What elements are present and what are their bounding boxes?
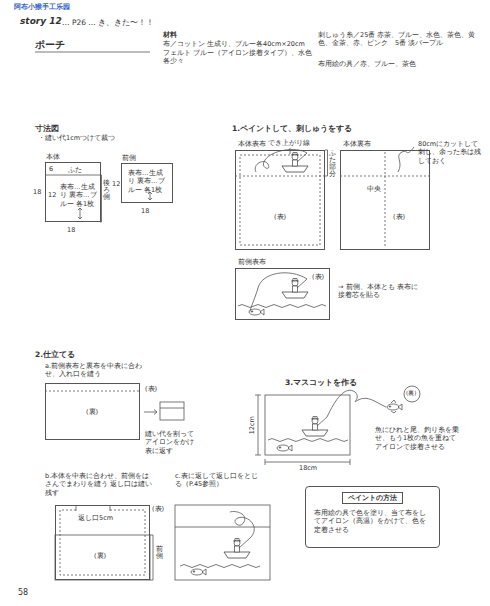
watermark: 阿布小猴手工乐园 — [14, 3, 70, 12]
note-text: 布用絵の具で色を塗り、当て布をしてアイロン（高温）をかけて、色を定着させる — [314, 509, 432, 534]
side-label: (表) — [393, 213, 405, 221]
opening-label: 返し口5cm — [78, 514, 113, 522]
page-reference: … P26 … き、きた〜！！ — [62, 18, 154, 28]
side-label: (裏) — [94, 552, 106, 560]
waves — [268, 439, 348, 442]
cutting-note: 表布…生成り 裏布…ブルー 各1枚 — [128, 169, 168, 194]
fold-line — [235, 176, 325, 177]
mascot-fish — [387, 404, 402, 410]
dimension: 18 — [33, 188, 41, 196]
bracket — [325, 150, 328, 176]
note: → 前側、本体とも 表布に接着芯を貼る — [338, 283, 420, 300]
page-title: ポーチ — [35, 38, 65, 51]
grain-arrow — [78, 208, 82, 219]
material-item: 刺しゅう糸／25番 赤茶、ブルー、水色、茶色、黄色、金茶、赤、ピンク 5番 淡パ… — [318, 31, 478, 48]
dimension: 18 — [141, 207, 149, 215]
cutting-note: 表布…生成り 裏布…ブルー 各1枚 — [60, 183, 98, 208]
side-label: (裏) — [406, 390, 416, 397]
dimension: 12cm — [248, 413, 256, 437]
piece-name: 前側 — [122, 154, 136, 162]
bubble — [404, 386, 420, 402]
dimension: 12 — [48, 191, 56, 199]
page-number: 58 — [18, 588, 28, 598]
step-text: c.表に返して返し口をとじる（P.45参照） — [175, 472, 260, 489]
fisherman-motif — [302, 417, 328, 437]
fisherman-motif — [282, 279, 308, 299]
fold-line — [160, 408, 184, 409]
fish-motif — [191, 569, 206, 575]
seam-line — [45, 391, 140, 392]
dimension: 18cm — [299, 464, 317, 472]
note-box: ペイントの方法布用絵の具で色を塗り、当て布をしてアイロン（高温）をかけて、色を定… — [305, 486, 440, 548]
title-rule — [35, 52, 150, 53]
dimension: 12 — [112, 180, 120, 188]
fold-line — [45, 175, 100, 176]
leader-line — [290, 148, 291, 154]
result-piece — [160, 402, 184, 420]
side-label: ふた部分 — [329, 150, 336, 179]
panel-heading: 前側表布 — [238, 258, 266, 266]
fishing-line — [250, 273, 307, 311]
fold-line — [340, 176, 430, 177]
piece-name: 本体 — [46, 153, 60, 161]
side-label: (表) — [145, 385, 157, 393]
fabric-panel: 本体表布(表) — [235, 150, 325, 250]
step-heading: 2.仕立てる — [35, 350, 75, 360]
side-label: (表) — [274, 213, 286, 221]
part-name: ふた — [68, 166, 82, 174]
opening-mark — [76, 506, 110, 511]
sewing-step: 返し口5cm (裏) — [55, 505, 150, 580]
side-label: (表) — [152, 505, 164, 513]
panel-heading: 本体表布 — [238, 140, 266, 148]
fins — [391, 400, 396, 413]
note: 縫い代を割ってアイロンをかけ表に返す — [145, 430, 195, 455]
section-heading: 寸法図 — [35, 124, 59, 134]
waves — [180, 565, 260, 568]
note: 80cmにカットして刺し、余った糸は残しておく — [418, 140, 482, 165]
fabric-panel: 前側表布(表) — [235, 268, 330, 320]
step-heading: 1.ペイントして、刺しゅうをする — [232, 124, 352, 134]
side-label: 後ろ側 — [103, 180, 110, 201]
dimension: 6 — [49, 165, 53, 173]
fish-motif — [277, 445, 292, 451]
center-line — [385, 152, 386, 248]
finished-pouch — [175, 505, 270, 580]
finish-line — [240, 155, 320, 245]
arrow — [144, 410, 157, 415]
line-art — [35, 52, 430, 580]
material-item: 布用絵の具／赤、ブルー、茶色 — [318, 60, 478, 68]
front-piece — [55, 535, 150, 580]
story-number: story 12 — [20, 16, 62, 28]
note: 魚にひれと尾、釣り糸を乗せ、もう1枚の魚を重ねてアイロンで接着させる — [375, 426, 460, 451]
step-text: b.本体を中表に合わせ、前側をはさんでまわりを縫う 返し口は縫い残す — [45, 472, 155, 497]
note-heading: ペイントの方法 — [342, 492, 403, 504]
fishing-line — [230, 511, 254, 539]
fishing-line — [327, 390, 386, 417]
center-label: 中央 — [367, 185, 381, 193]
side-label: 前側 — [156, 546, 163, 560]
callout: でき上がり線 — [268, 139, 310, 147]
fish-motif — [249, 309, 264, 315]
side-label: (表) — [312, 273, 324, 281]
side-label: (裏) — [86, 408, 98, 416]
fishing-line — [255, 149, 307, 172]
panel-heading: 本体裏布 — [343, 140, 371, 148]
bracket — [150, 535, 153, 580]
sewing-step: (裏) — [45, 383, 140, 440]
material-item: フェルト ブルー（アイロン接着タイプ）、水色各少々 — [163, 49, 313, 66]
step-text: a.前側表布と裏布を中表に合わせ、入れ口を縫う — [45, 362, 145, 379]
step-heading: 3.マスコットを作る — [285, 378, 357, 388]
flap-line — [175, 527, 270, 528]
materials-heading: 材料 — [163, 31, 177, 39]
note: ・縫い代1cmつけて裁つ — [38, 134, 115, 142]
fisherman-motif — [224, 539, 250, 559]
material-item: 布／コットン 生成り、ブルー各40cm×20cm — [163, 40, 313, 48]
dimension: 18 — [67, 226, 75, 234]
fabric-panel: 本体裏布中央(表) — [340, 150, 430, 250]
fisherman-motif — [282, 153, 308, 173]
felt-piece — [265, 395, 350, 455]
seam-line — [60, 510, 145, 575]
pattern-piece: 前側表布…生成り 裏布…ブルー 各1枚 — [121, 163, 173, 203]
